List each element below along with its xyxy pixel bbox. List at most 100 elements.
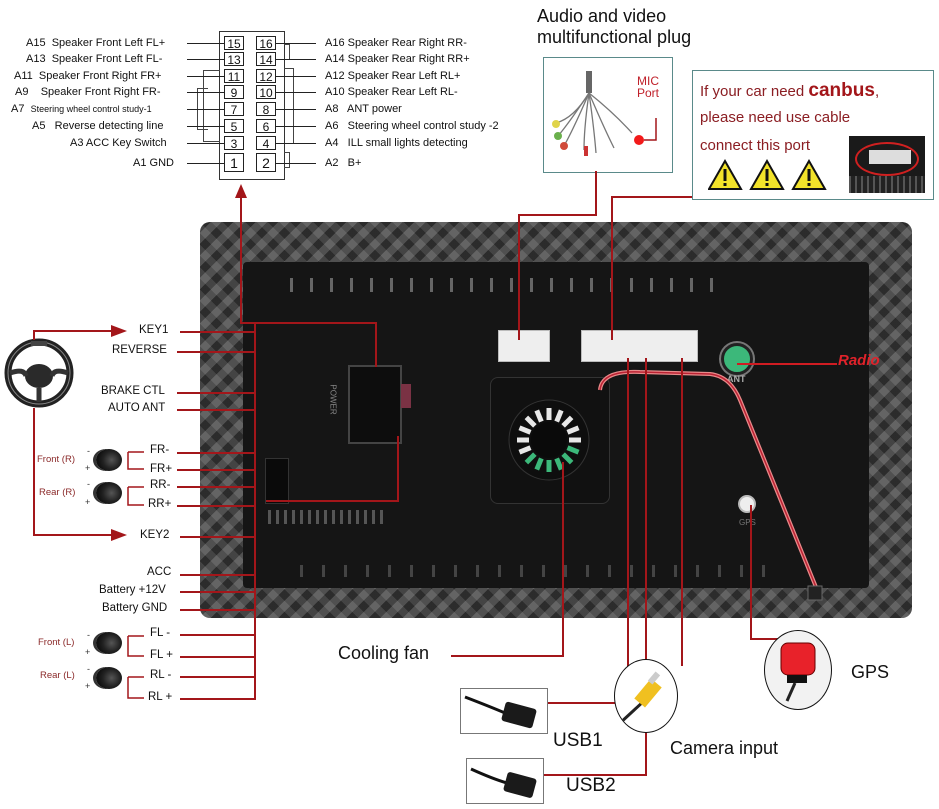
speaker-minus: - xyxy=(87,664,90,674)
wire-label-brake: BRAKE CTL xyxy=(101,385,165,397)
canbus-wire xyxy=(611,196,613,340)
fan-blade xyxy=(569,437,581,443)
leader-line xyxy=(276,43,316,45)
usb2-wire xyxy=(645,358,647,776)
fan-blade xyxy=(554,457,564,471)
speaker-caption-front-l: Front (L) xyxy=(38,637,75,648)
connector-latch-left xyxy=(203,70,220,142)
pin-label-a6: A6 Steering wheel control study -2 xyxy=(325,120,499,132)
gps-port-label: GPS xyxy=(739,518,756,527)
camera-input-label: Camera input xyxy=(670,738,779,758)
wire xyxy=(177,469,255,471)
pin-5: 5 xyxy=(224,119,244,134)
connector-latch-right-top xyxy=(284,44,290,60)
wire xyxy=(180,698,255,700)
fuse xyxy=(401,384,411,408)
speaker-icon xyxy=(96,632,122,654)
leader-line xyxy=(187,59,224,61)
leader-line xyxy=(276,92,316,94)
speaker-minus: - xyxy=(87,479,90,489)
usb-cable-icon xyxy=(470,767,537,798)
key1-wire xyxy=(33,330,113,332)
speaker-icon xyxy=(96,667,122,689)
gps-wire xyxy=(750,505,752,640)
pin-9: 9 xyxy=(224,85,244,100)
usb2-wire xyxy=(519,774,647,776)
fan-blade xyxy=(518,425,532,435)
pin-label-a9: A9 Speaker Front Right FR- xyxy=(15,86,161,98)
pin-8: 8 xyxy=(256,102,276,117)
pin-label-a10: A10 Speaker Rear Left RL- xyxy=(325,86,458,98)
canbus-wire xyxy=(611,196,692,198)
av-wire xyxy=(595,171,597,215)
pin-15: 15 xyxy=(224,36,244,51)
pin-14: 14 xyxy=(256,52,276,67)
wire-label-fr-minus: FR- xyxy=(150,444,170,456)
pin-label-a1: A1 GND xyxy=(133,157,174,169)
gps-wire xyxy=(750,638,780,640)
pin-label-a14: A14 Speaker Rear Right RR+ xyxy=(325,53,470,65)
usb1-wire xyxy=(627,358,629,704)
leader-line xyxy=(187,43,224,45)
wire xyxy=(180,331,255,333)
fan-blade xyxy=(566,445,580,455)
warning-icons xyxy=(708,159,827,190)
usb1-wire xyxy=(548,702,629,704)
fan-blade xyxy=(554,409,564,423)
av-wire xyxy=(518,214,597,216)
speaker-plus: + xyxy=(85,463,91,473)
warning-icon xyxy=(791,159,827,190)
speaker-minus: - xyxy=(87,446,90,456)
bottom-vent xyxy=(300,565,780,577)
warning-icon xyxy=(708,159,743,190)
leader-line xyxy=(276,76,316,78)
wire-label-rl-minus: RL - xyxy=(150,669,172,681)
fan-blade xyxy=(566,425,580,435)
fan-wire xyxy=(562,462,564,657)
leader-line xyxy=(187,126,224,128)
wire-label-battery-12v: Battery +12V xyxy=(99,584,166,596)
highlight-circle xyxy=(855,142,919,176)
fan-wire xyxy=(451,655,564,657)
speaker-minus: - xyxy=(87,630,90,640)
pin-label-a16: A16 Speaker Rear Right RR- xyxy=(325,37,467,49)
av-plug-title: Audio and video multifunctional plug xyxy=(537,6,691,48)
wire xyxy=(180,634,255,636)
pin-1: 1 xyxy=(224,153,244,172)
gps-antenna-icon xyxy=(780,642,816,702)
usb1-image xyxy=(460,688,548,734)
gps-antenna-image xyxy=(764,630,832,710)
usb1-label: USB1 xyxy=(553,730,603,751)
pin-label-a5: A5 Reverse detecting line xyxy=(32,120,164,132)
fan-blade xyxy=(518,445,532,455)
leader-line xyxy=(276,143,316,145)
canbus-note-box: If your car need canbus, please need use… xyxy=(692,70,934,200)
canbus-line3: connect this port xyxy=(700,137,811,154)
mic-label-line2: Port xyxy=(637,86,660,100)
gps-label: GPS xyxy=(851,662,890,682)
speaker-icon xyxy=(96,449,122,471)
wire-label-rr-plus: RR+ xyxy=(148,498,172,510)
key1-arrow-icon xyxy=(111,325,127,337)
pin-label-a3: A3 ACC Key Switch xyxy=(70,137,167,149)
leader-line xyxy=(187,163,224,165)
fan-blade xyxy=(546,460,552,472)
wire-label-key1: KEY1 xyxy=(139,324,169,336)
gps-cable xyxy=(598,369,823,601)
camera-input-image xyxy=(614,659,678,733)
ant-port-label: ANT xyxy=(727,374,746,384)
wire-label-key2: KEY2 xyxy=(140,529,170,541)
wire xyxy=(180,609,255,611)
harness-wire xyxy=(266,500,398,502)
wire xyxy=(177,505,255,507)
pin-6: 6 xyxy=(256,119,276,134)
pin-label-a4: A4 ILL small lights detecting xyxy=(325,137,468,149)
mic-port-label: MIC Port xyxy=(637,75,659,99)
leader-line xyxy=(187,109,224,111)
usb2-label: USB2 xyxy=(566,775,616,796)
pin-label-a7: A7 Steering wheel control study-1 xyxy=(11,103,152,115)
ant-port xyxy=(721,343,753,375)
wire-label-fl-plus: FL + xyxy=(150,649,173,661)
pin-2: 2 xyxy=(256,153,276,172)
wire-label-auto-ant: AUTO ANT xyxy=(108,402,166,414)
